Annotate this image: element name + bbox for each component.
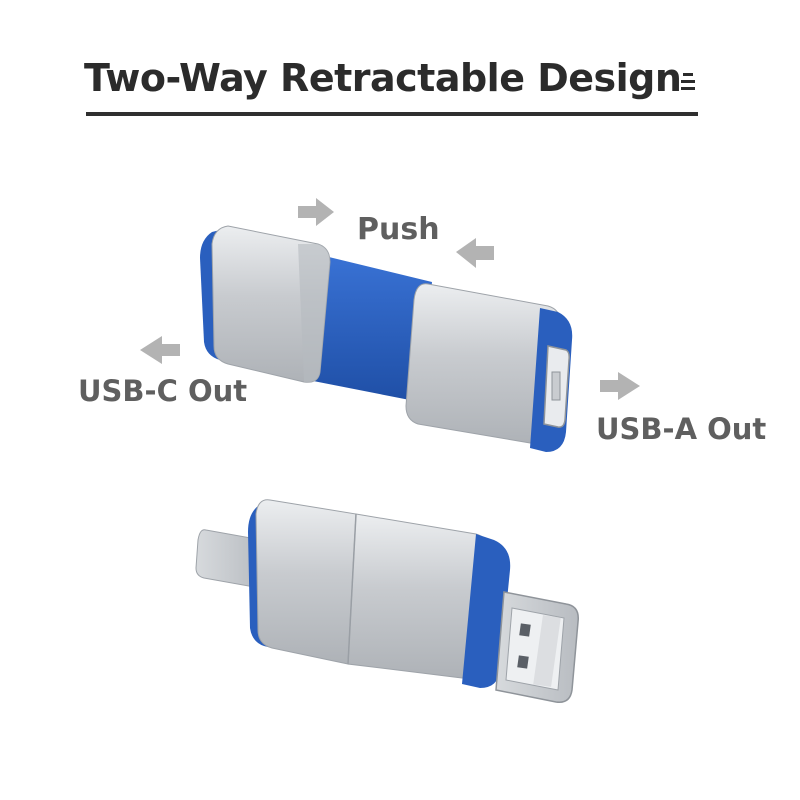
page-title: Two-Way Retractable Design — [84, 56, 682, 100]
usb-c-out-label: USB-C Out — [78, 374, 248, 408]
usb-a-arrow-icon — [600, 372, 640, 400]
bottom-device — [195, 499, 579, 703]
bottom-right-blue-cap — [462, 534, 511, 688]
usb-a-out-label: USB-A Out — [596, 412, 767, 446]
title-underline — [86, 112, 698, 116]
usb-c-arrow-icon — [140, 336, 180, 364]
push-label: Push — [357, 212, 440, 247]
usb-c-plug — [195, 529, 263, 589]
menu-icon[interactable] — [678, 73, 698, 93]
bottom-left-metal — [255, 499, 357, 665]
blue-slider — [298, 250, 432, 402]
push-arrow-left-icon — [456, 238, 494, 268]
top-device — [200, 225, 573, 452]
push-arrow-right-icon — [298, 198, 334, 226]
